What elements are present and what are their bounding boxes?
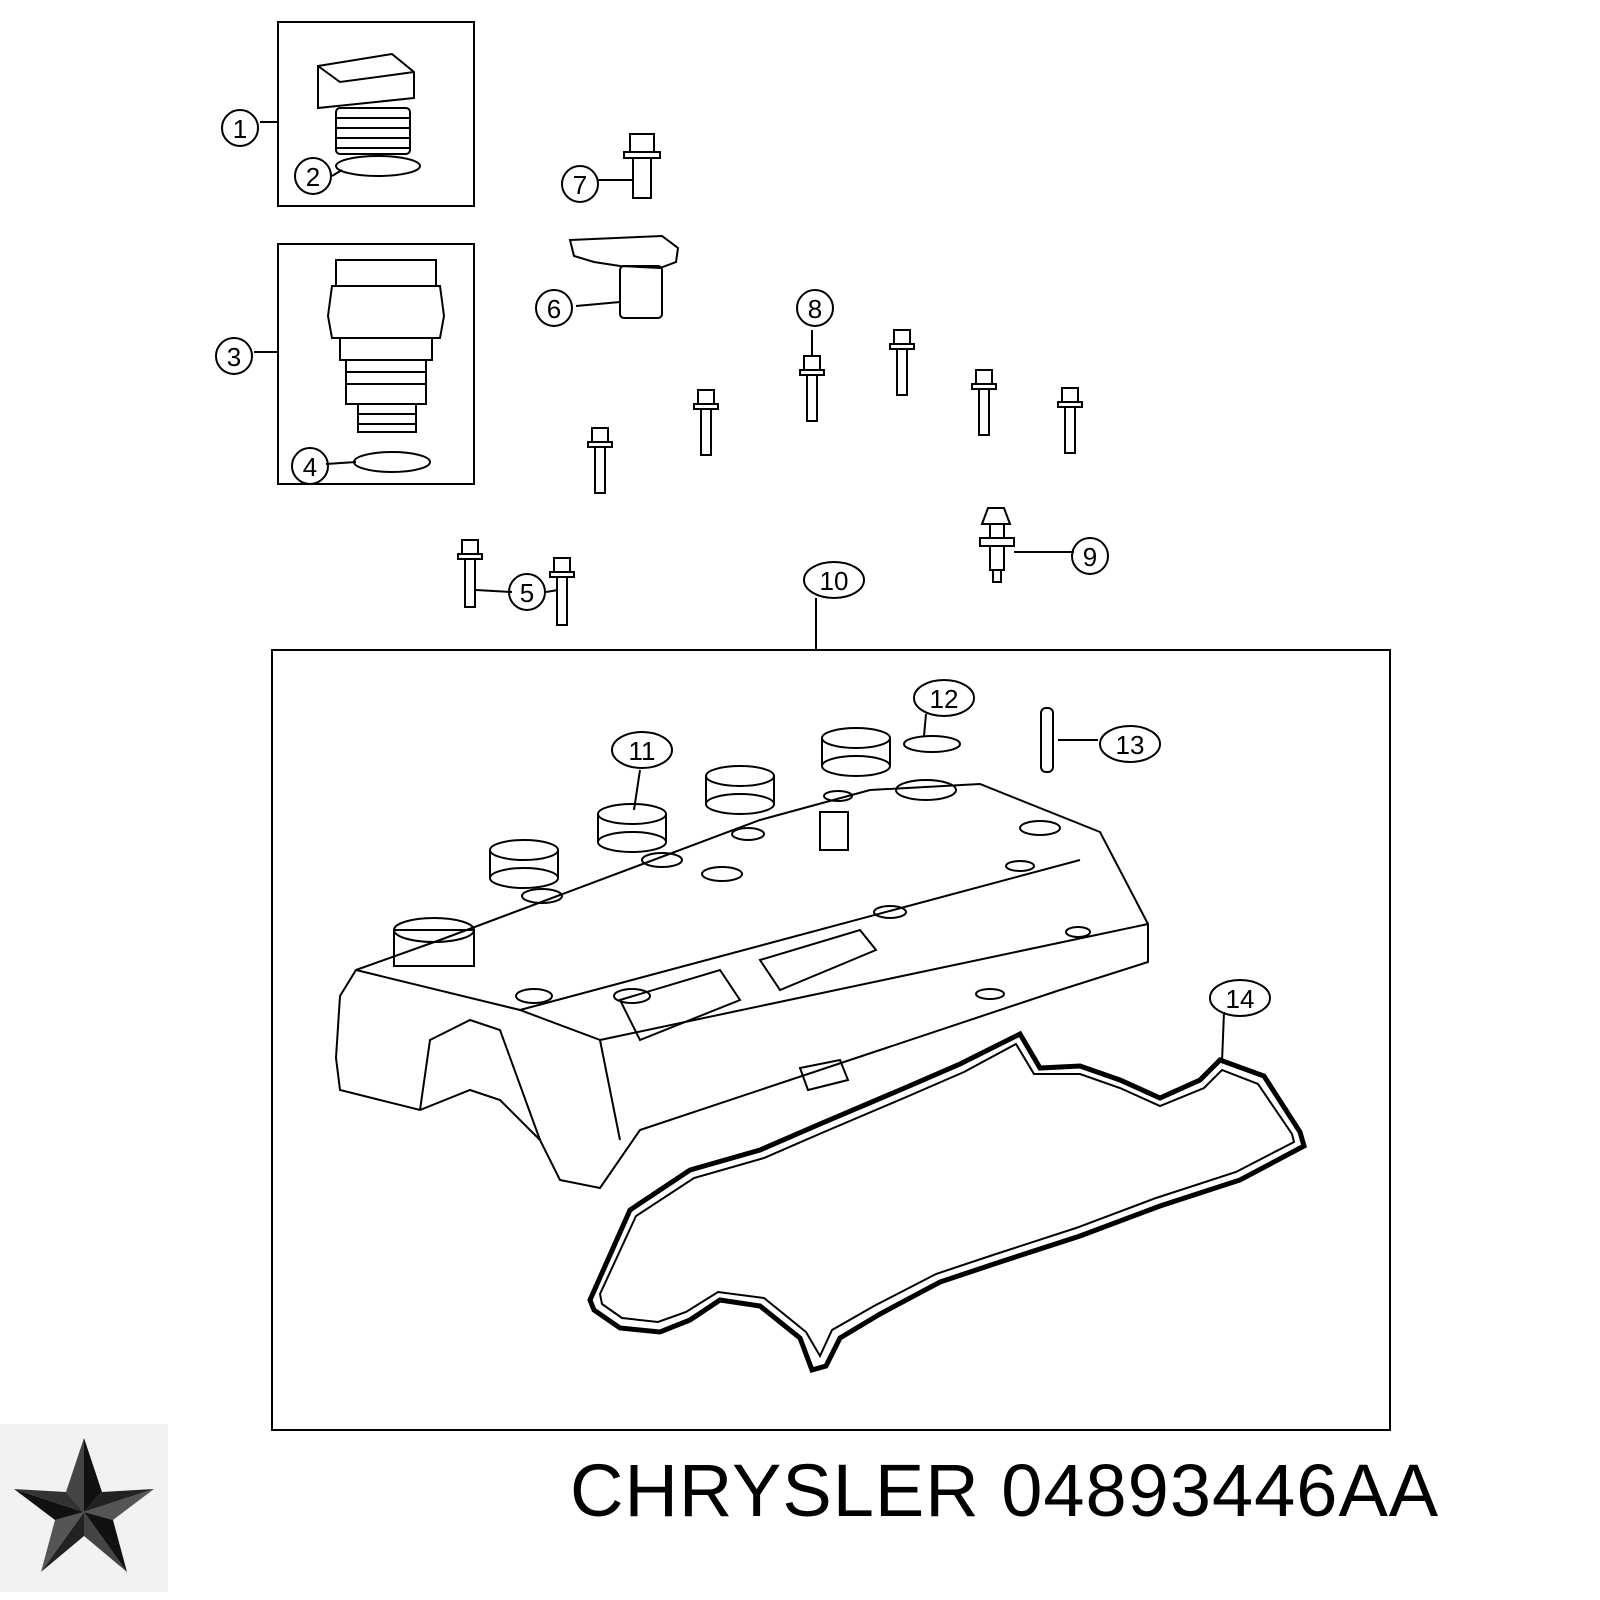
valve-cover-part [334,779,1149,1190]
leader-11 [633,769,641,811]
callout-5-circle [508,573,546,611]
callout-12-circle [913,679,975,717]
gasket-14-part [587,1030,1307,1374]
leader-4 [325,461,357,465]
callout-3-label: 3 [227,342,241,372]
brand-part-number: CHRYSLER 04893446AA [570,1449,1440,1532]
callout-1-circle [221,109,259,147]
dowel-pin-13-part [1040,707,1054,773]
callout-11-circle [611,731,673,769]
leader-6 [575,301,621,307]
callout-10-circle [803,561,865,599]
seal-ring-part [335,155,421,177]
filler-neck-part [326,259,446,433]
callout-9-label: 9 [1083,542,1097,572]
callout-10-label: 10 [820,566,849,596]
callout-11-label: 11 [629,736,656,766]
callout-3-circle [215,337,253,375]
callout-1-label: 1 [233,114,247,144]
callout-6-circle [535,289,573,327]
callout-5-label: 5 [520,578,534,608]
callout-8-label: 8 [808,294,822,324]
filler-seal-part [353,451,431,473]
callout-8-circle [796,289,834,327]
leader-5b [545,589,559,593]
gasket-14-inner [598,1042,1296,1359]
callout-14-circle [1209,979,1271,1017]
callout-12-label: 12 [930,684,959,714]
callout-2-circle [294,157,332,195]
box-oil-cap [277,21,475,207]
callout-4-circle [291,447,329,485]
callout-14-label: 14 [1226,984,1255,1014]
leader-5a [475,589,513,593]
callout-2-label: 2 [306,162,320,192]
bolt-set-5 [457,539,575,626]
callout-13-label: 13 [1116,730,1145,760]
stud-9-part [979,507,1015,583]
bolt-set-8 [587,329,1083,494]
callout-13-circle [1099,725,1161,763]
callout-6-label: 6 [547,294,561,324]
leader-2 [331,169,343,177]
chrysler-pentastar-icon [0,1424,168,1592]
oil-cap-part [317,52,415,155]
callout-9-circle [1071,537,1109,575]
spark-plug-seals [489,727,891,889]
callout-4-label: 4 [303,452,317,482]
callout-7-circle [561,165,599,203]
box-valve-cover-assembly [271,649,1391,1431]
o-ring-12-part [903,735,961,753]
box-filler-neck [277,243,475,485]
sensor-6-part [568,234,680,319]
leader-12 [923,713,927,737]
callout-7-label: 7 [573,170,587,200]
leader-14 [1221,1011,1225,1063]
bolt-7-part [623,133,661,199]
